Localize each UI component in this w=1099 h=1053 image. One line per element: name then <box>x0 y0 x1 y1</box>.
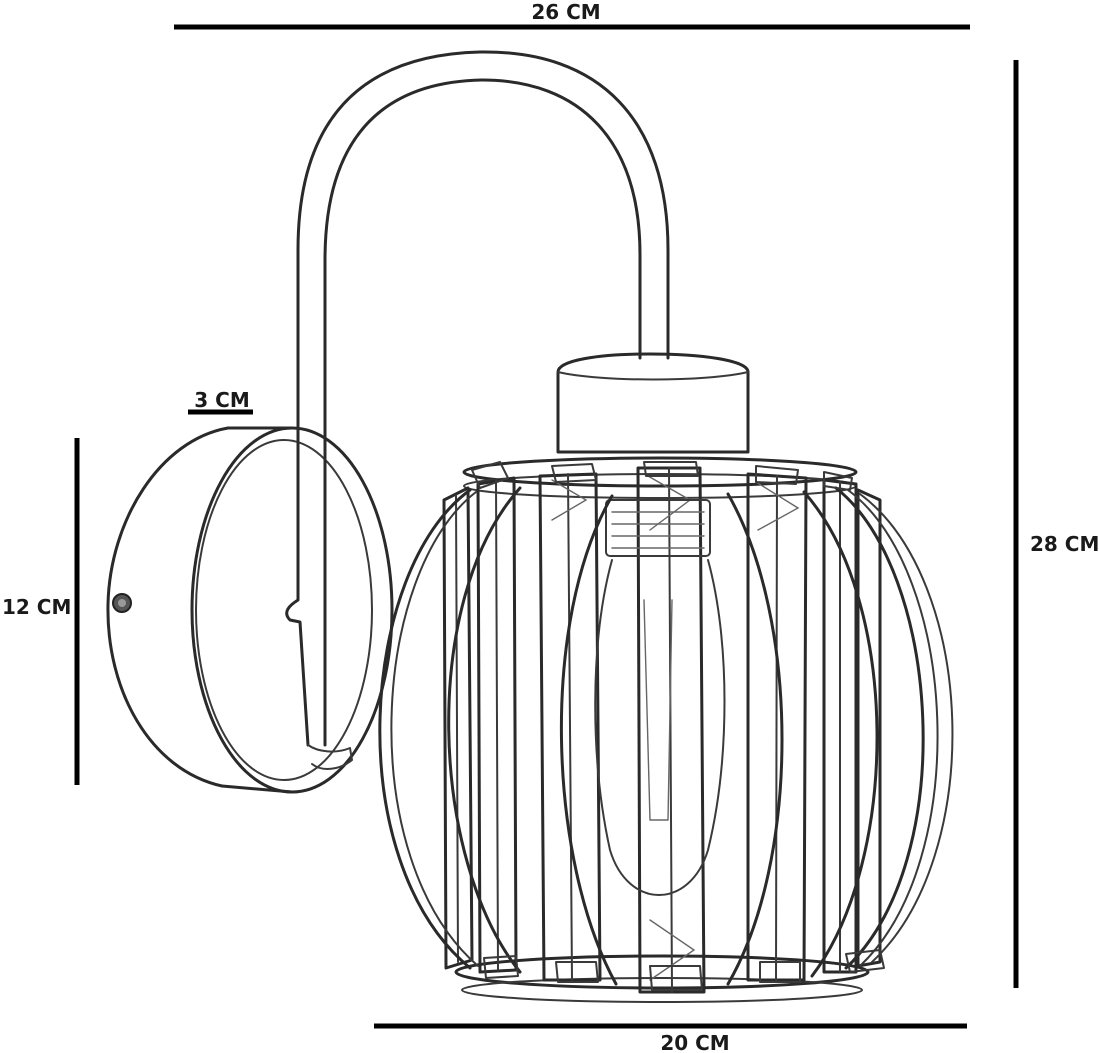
dimension-base-depth: 3 CM <box>188 388 253 415</box>
shade-bottom-ring <box>454 954 870 1003</box>
dimension-shade-width: 20 CM <box>374 1023 967 1053</box>
label-overall-width: 26 CM <box>531 0 600 24</box>
wall-mount-base <box>106 426 394 794</box>
crystal-prisms <box>442 466 882 994</box>
socket-cup <box>556 352 750 454</box>
dimension-base-height: 12 CM <box>2 438 80 785</box>
light-bulb <box>594 499 726 896</box>
label-shade-width: 20 CM <box>660 1031 729 1053</box>
dimension-overall-height: 28 CM <box>1013 60 1099 988</box>
curved-arm <box>285 50 670 770</box>
cage-wires <box>378 486 954 986</box>
crystal-shade <box>378 456 954 1003</box>
label-base-height: 12 CM <box>2 595 71 619</box>
label-overall-height: 28 CM <box>1030 532 1099 556</box>
label-base-depth: 3 CM <box>194 388 249 412</box>
crystal-caps <box>471 461 885 991</box>
mounting-screw-icon <box>112 593 132 613</box>
dimension-overall-width: 26 CM <box>174 0 970 30</box>
